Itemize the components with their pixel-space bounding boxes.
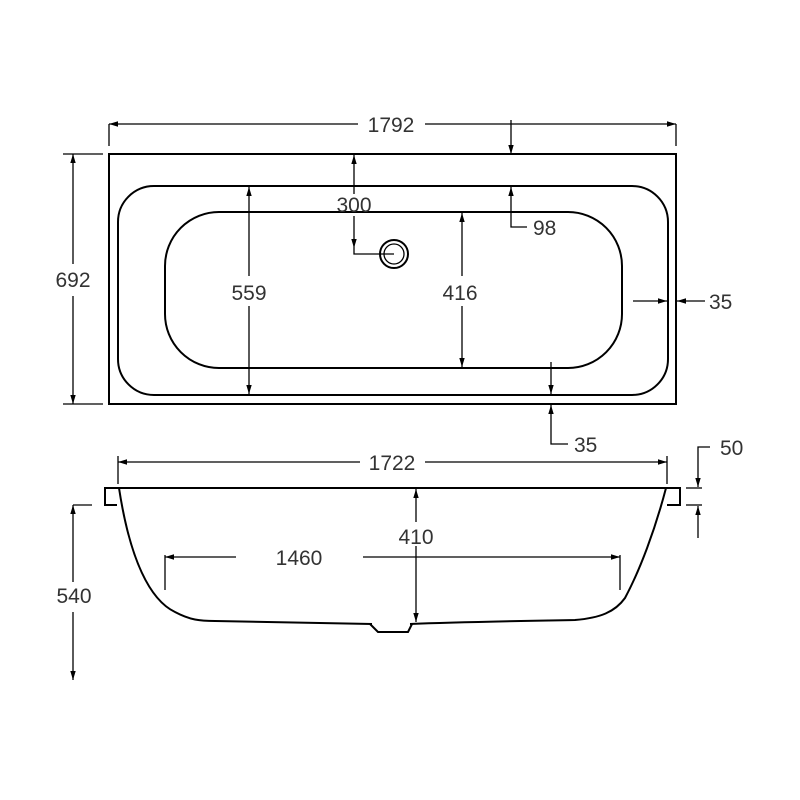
- side-view: 1722 410 1460 540 50: [56, 437, 743, 680]
- dim-rim-to-inner: 98: [508, 120, 556, 240]
- dim-label: 1460: [276, 547, 323, 570]
- base-outline: [164, 211, 623, 369]
- waste-outlet: [369, 623, 413, 633]
- right-rim-flange: [667, 487, 681, 506]
- dim-overall-width: 692: [55, 153, 103, 405]
- left-rim-flange: [104, 487, 117, 506]
- dim-label: 540: [56, 585, 91, 608]
- dim-label: 1722: [369, 452, 416, 475]
- bath-body-profile: [118, 487, 667, 625]
- dim-label: 559: [231, 282, 266, 305]
- dim-label: 300: [336, 194, 371, 217]
- dim-inner-rim-width: 559: [231, 187, 267, 394]
- dim-top-length: 1722: [117, 452, 668, 484]
- dim-label: 692: [55, 269, 90, 292]
- dim-base-width: 416: [442, 213, 478, 367]
- dim-depth: 410: [398, 489, 434, 622]
- dim-base-length: 1460: [164, 547, 621, 590]
- dim-rim-height: 50: [686, 437, 743, 538]
- top-view: 1792 692 300 98 559: [55, 114, 732, 457]
- dim-end-rim: 35: [633, 291, 732, 314]
- dim-label: 416: [442, 282, 477, 305]
- dim-waste-offset: 300: [336, 155, 394, 255]
- dim-side-rim: 35: [548, 362, 597, 457]
- inner-rim-outline: [117, 185, 669, 396]
- dim-label: 98: [533, 217, 556, 240]
- dim-label: 50: [720, 437, 743, 460]
- dim-overall-height: 540: [56, 504, 92, 680]
- dim-label: 35: [574, 434, 597, 457]
- dim-label: 35: [709, 291, 732, 314]
- outer-rim-outline: [108, 153, 677, 405]
- dim-label: 1792: [368, 114, 415, 137]
- dim-overall-length: 1792: [108, 114, 677, 146]
- dim-label: 410: [398, 526, 433, 549]
